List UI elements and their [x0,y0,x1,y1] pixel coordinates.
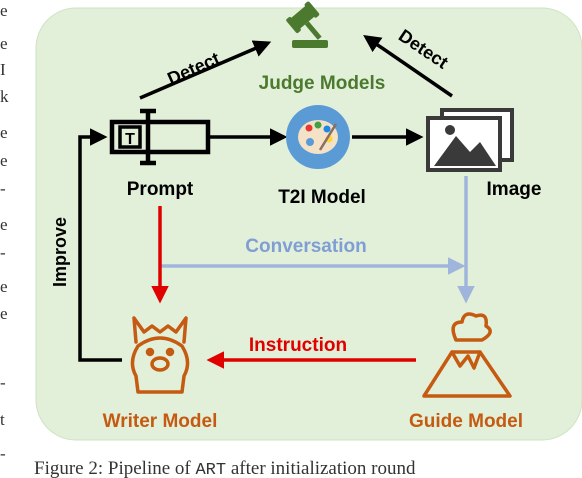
palette-icon [286,105,350,169]
conversation-label: Conversation [245,236,366,257]
instruction-label: Instruction [249,335,347,356]
svg-text:e: e [0,304,8,323]
text-input-icon: T [109,108,211,166]
svg-text:e: e [0,215,8,234]
llama-icon [130,316,190,394]
svg-text:e: e [0,151,8,170]
svg-text:e: e [0,277,8,296]
gavel-icon [286,1,328,48]
svg-text:-: - [0,243,6,262]
figure-caption: Figure 2: Pipeline of ART after initiali… [34,458,416,478]
svg-text:e: e [0,1,8,20]
svg-text:I: I [0,60,6,79]
improve-label: Improve [50,217,70,287]
volcano-icon [422,312,512,398]
prompt-box-letter: T [125,131,135,148]
image-label: Image [487,179,542,200]
detect-arrow-left [139,40,272,100]
svg-text:k: k [0,87,9,106]
caption-suffix: after initialization round [226,458,416,478]
caption-prefix: Figure 2: Pipeline of [34,458,195,478]
svg-text:e: e [0,123,8,142]
t2i-model-label: T2I Model [278,187,366,208]
svg-text:t: t [0,410,5,429]
svg-text:-: - [0,373,6,392]
prompt-label: Prompt [127,179,194,200]
margin-fragments: e e I k e e - e - e e - t - [0,1,9,463]
guide-model-label: Guide Model [409,411,523,432]
caption-name: ART [195,461,226,478]
svg-text:-: - [0,444,6,463]
image-stack-icon [426,108,514,172]
improve-arrow [78,128,122,362]
judge-models-label: Judge Models [259,73,386,94]
detect-arrow-right [363,35,453,98]
svg-text:e: e [0,34,8,53]
svg-text:-: - [0,179,6,198]
writer-model-label: Writer Model [103,411,218,432]
